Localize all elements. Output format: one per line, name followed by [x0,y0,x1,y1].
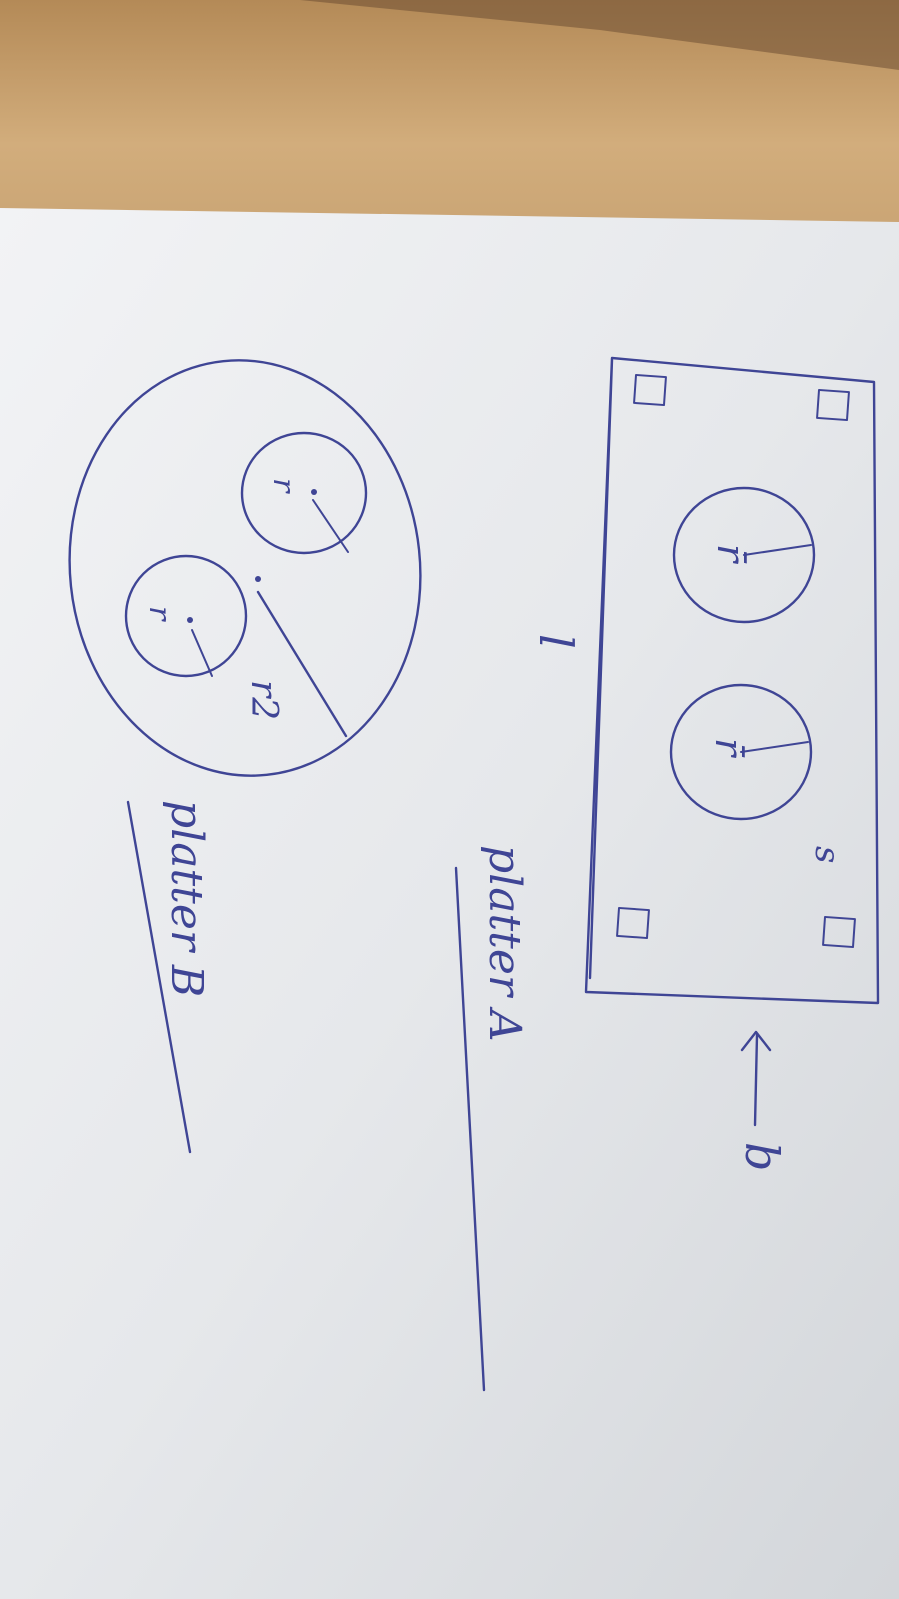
corner-square [633,373,667,407]
center-dot [255,576,261,582]
platter-a-radius-label: r̄ [709,544,753,565]
platter-b-title: platter B [161,800,212,997]
platter-a-radius-label: r̄ [707,738,751,759]
corner-square [616,906,650,940]
length-label: l [529,634,583,649]
platter-a-diagram [454,356,880,1392]
platter-a-title-underline [454,866,486,1392]
platter-a-circle-1 [672,486,816,624]
width-label: b [735,1142,789,1171]
platter-b-title-underline [126,800,192,1154]
platter-b-inner-circle-1 [240,431,368,555]
platter-a-title: platter A [479,845,530,1042]
platter-b-inner-radius-label: r [266,478,301,494]
platter-b-inner-radius-label: r [142,606,177,622]
square-side-label: s [807,846,847,863]
platter-a-radius-line-1 [743,544,812,556]
platter-b-outer-radius-line [256,590,348,738]
platter-b-outer-circle [68,359,422,777]
center-dot [311,489,317,495]
platter-b-diagram [68,359,422,1154]
corner-square [822,915,856,949]
platter-b-inner-circle-2 [124,554,248,678]
platter-a-radius-line-2 [740,741,809,753]
width-arrow [740,1030,772,1127]
center-dot [187,617,193,623]
platter-b-radius-line-2 [191,629,213,677]
dark-edge [300,0,899,70]
platter-b-radius-line-1 [312,499,349,553]
paper-sheet [0,208,899,1599]
platter-a-rectangle [584,356,880,1005]
platter-b-outer-radius-label: r2 [243,680,284,720]
corner-square [816,388,850,422]
platter-a-circle-2 [669,683,813,821]
